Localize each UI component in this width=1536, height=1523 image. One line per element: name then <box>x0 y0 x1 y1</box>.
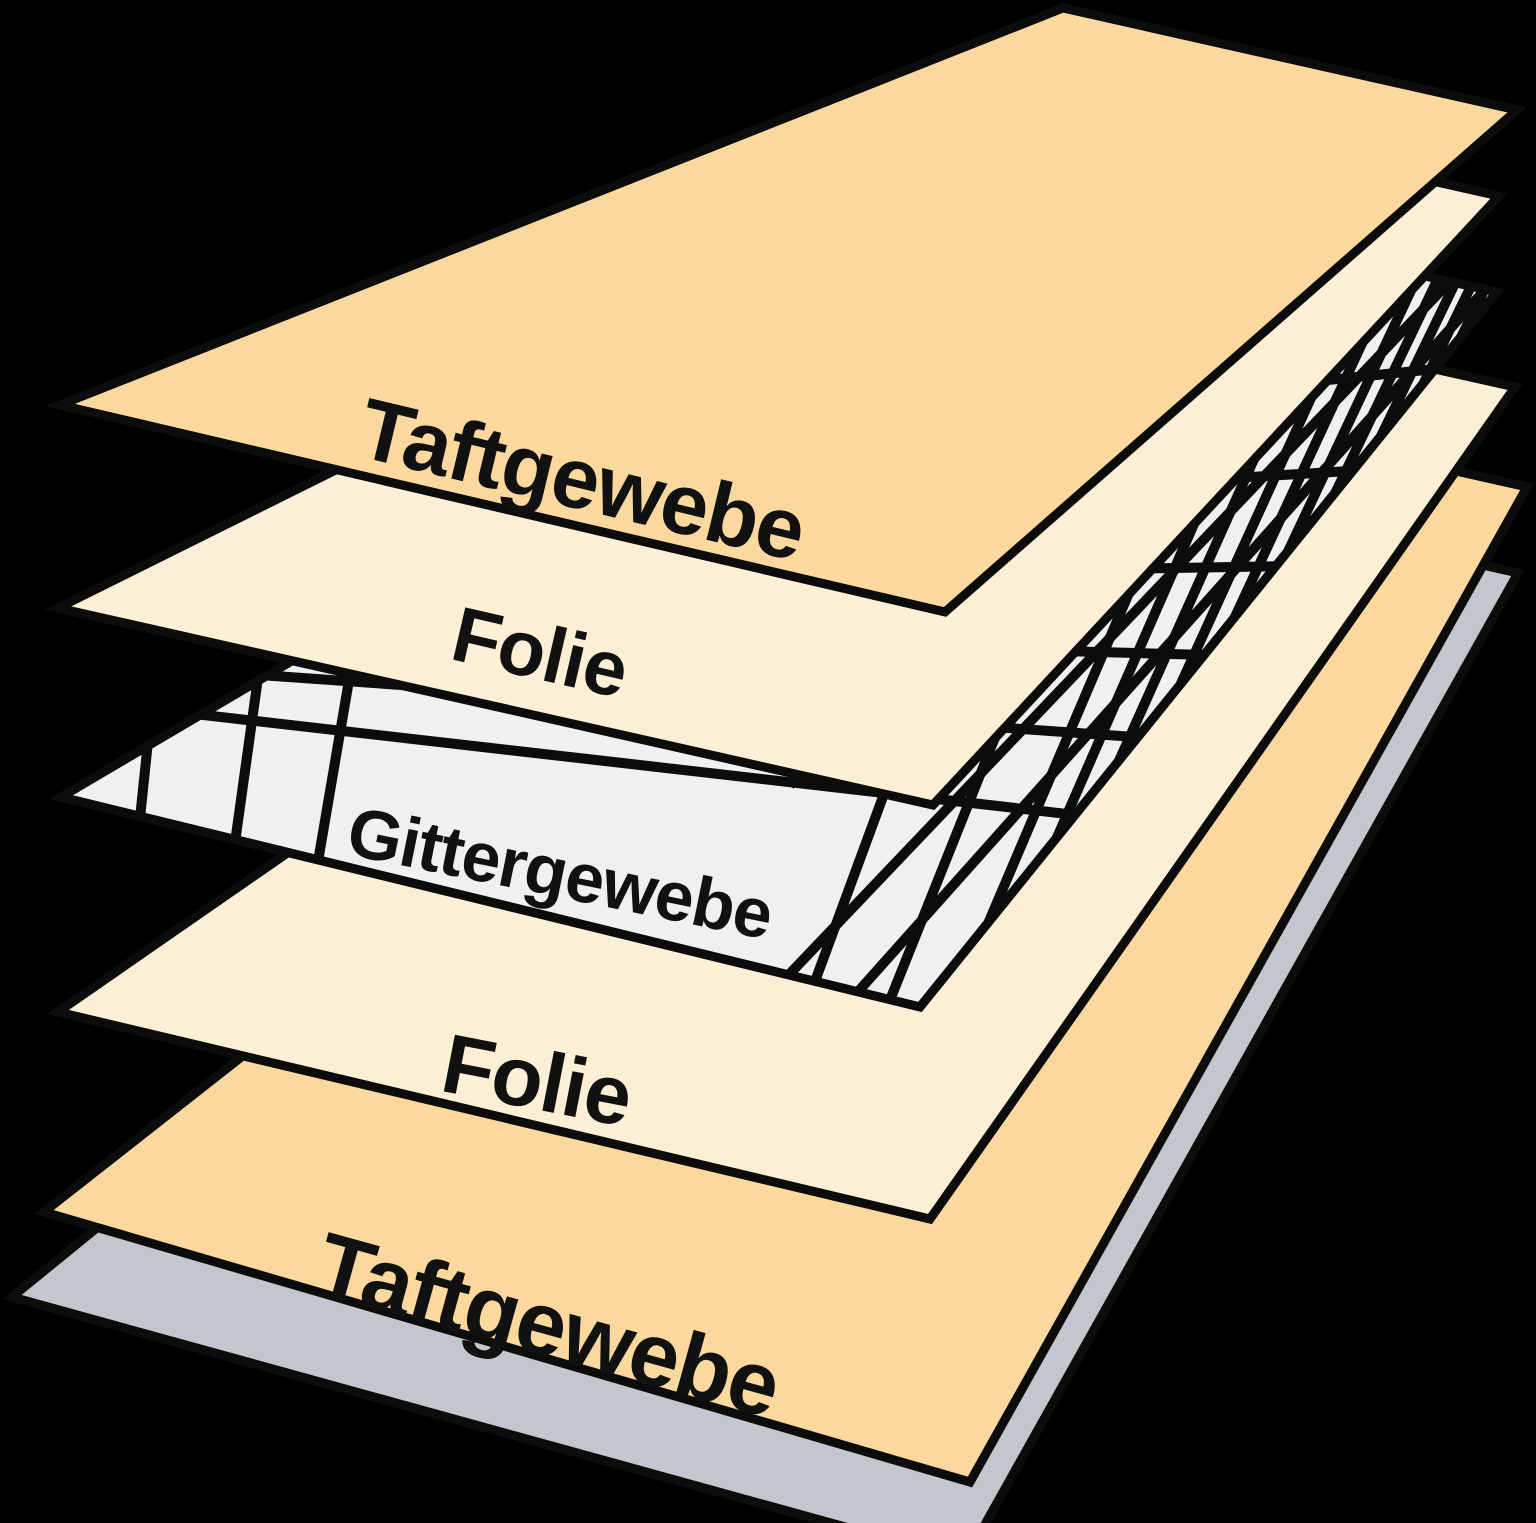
grid-line <box>1348 198 1497 497</box>
taftgewebe-top-face <box>44 3 1527 617</box>
grid-line <box>1303 198 1497 553</box>
grid-line <box>1390 198 1497 445</box>
